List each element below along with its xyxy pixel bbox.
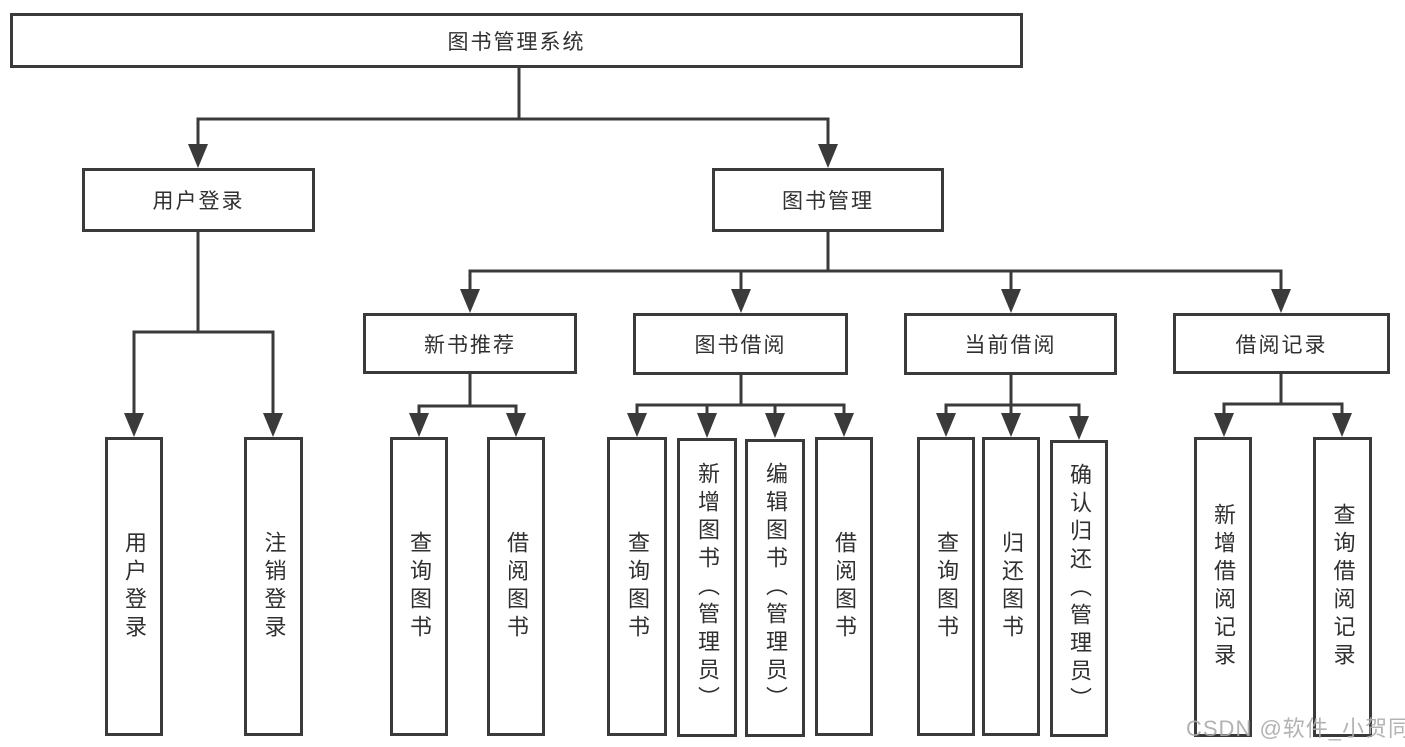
node-user-login: 用户登录 — [82, 168, 315, 232]
leaf-query-books-current-label: 查询图书 — [934, 530, 959, 643]
node-current-borrow-label: 当前借阅 — [964, 334, 1057, 357]
node-user-login-label: 用户登录 — [152, 190, 245, 213]
node-root-label: 图书管理系统 — [447, 30, 586, 54]
csdn-watermark: CSDN @软件_小贺同学 — [1186, 716, 1405, 741]
leaf-edit-books-admin-label: 编辑图书（管理员） — [763, 462, 788, 714]
leaf-query-books-recommend: 查询图书 — [390, 437, 448, 736]
node-book-borrow: 图书借阅 — [633, 313, 848, 375]
leaf-add-borrow-record: 新增借阅记录 — [1194, 437, 1252, 737]
leaf-user-login-label: 用户登录 — [122, 530, 147, 643]
node-current-borrow: 当前借阅 — [904, 313, 1117, 375]
leaf-add-books-admin: 新增图书（管理员） — [677, 438, 737, 737]
leaf-borrow-books: 借阅图书 — [815, 437, 873, 736]
node-new-book-recommend: 新书推荐 — [363, 313, 577, 374]
leaf-return-books: 归还图书 — [982, 437, 1040, 736]
leaf-user-login: 用户登录 — [105, 437, 163, 736]
leaf-query-books-recommend-label: 查询图书 — [407, 530, 432, 643]
leaf-logout: 注销登录 — [244, 437, 303, 736]
leaf-add-books-admin-label: 新增图书（管理员） — [695, 461, 720, 714]
leaf-query-borrow-record: 查询借阅记录 — [1313, 437, 1372, 737]
leaf-logout-label: 注销登录 — [261, 530, 287, 643]
leaf-borrow-books-recommend: 借阅图书 — [487, 437, 545, 736]
leaf-query-books-borrow: 查询图书 — [607, 437, 667, 736]
leaf-confirm-return-admin-label: 确认归还（管理员） — [1067, 462, 1092, 715]
node-borrow-records-label: 借阅记录 — [1235, 333, 1328, 357]
leaf-query-borrow-record-label: 查询借阅记录 — [1330, 503, 1356, 671]
node-book-borrow-label: 图书借阅 — [694, 334, 787, 357]
leaf-confirm-return-admin: 确认归还（管理员） — [1050, 440, 1108, 737]
leaf-add-borrow-record-label: 新增借阅记录 — [1211, 503, 1236, 671]
node-book-management: 图书管理 — [712, 168, 944, 232]
leaf-query-books-current: 查询图书 — [917, 437, 975, 736]
leaf-borrow-books-label: 借阅图书 — [832, 530, 857, 643]
node-new-book-recommend-label: 新书推荐 — [424, 333, 516, 357]
leaf-query-books-borrow-label: 查询图书 — [625, 530, 650, 643]
leaf-borrow-books-recommend-label: 借阅图书 — [504, 530, 529, 643]
leaf-return-books-label: 归还图书 — [999, 530, 1024, 643]
node-book-management-label: 图书管理 — [782, 190, 874, 213]
node-borrow-records: 借阅记录 — [1173, 313, 1390, 374]
node-root-library-system: 图书管理系统 — [10, 13, 1023, 68]
leaf-edit-books-admin: 编辑图书（管理员） — [745, 439, 805, 737]
